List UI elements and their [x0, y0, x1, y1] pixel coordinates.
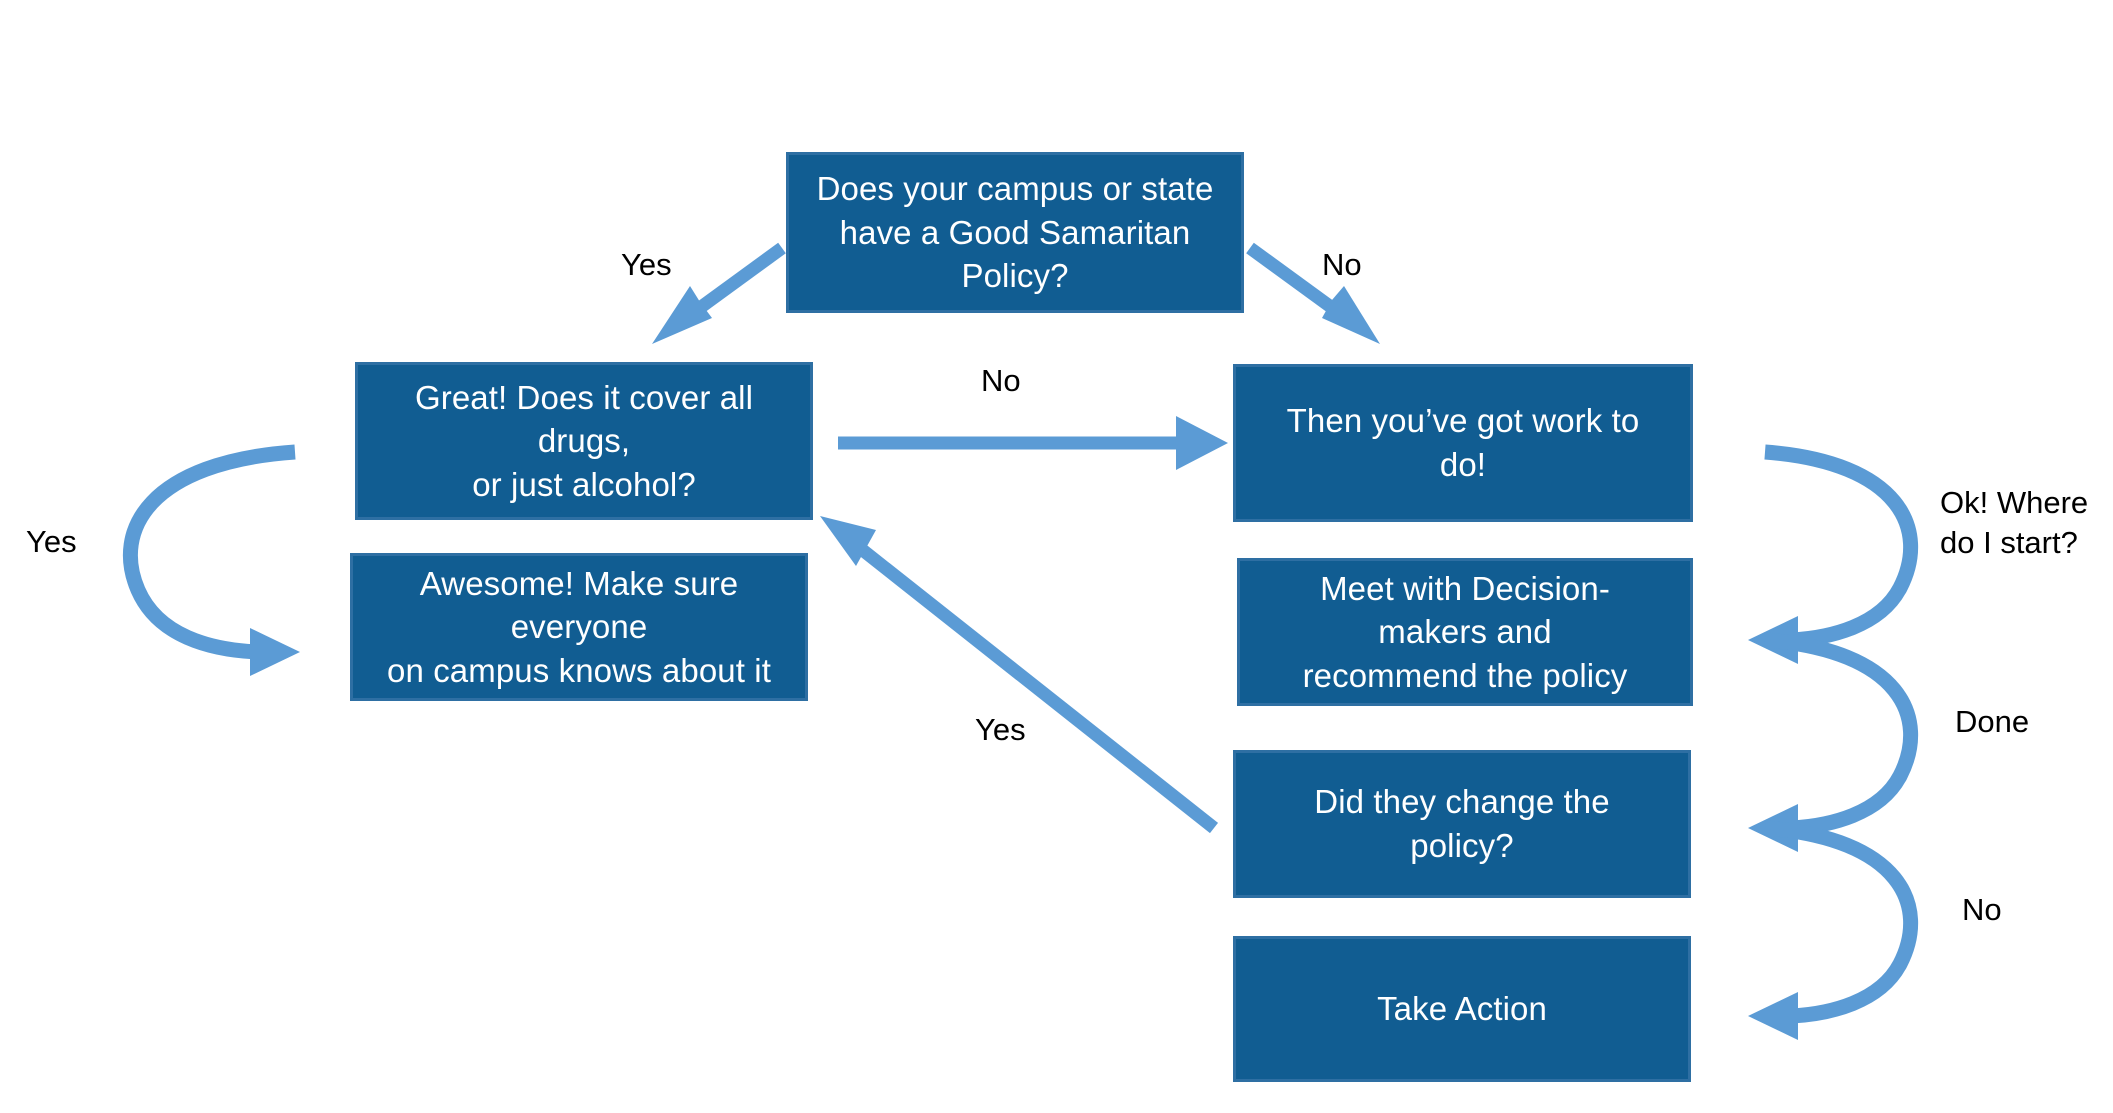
node-meet-decision-makers-label: Meet with Decision-makers and recommend … [1302, 569, 1628, 694]
arrow-yes-start-to-covers[interactable] [652, 242, 786, 344]
edge-label-no-middle: No [981, 363, 1021, 398]
edge-label-no-top-right: No [1322, 247, 1362, 282]
edge-label-yes-left-loop: Yes [26, 524, 77, 559]
edge-label-yes-top-left: Yes [621, 247, 672, 282]
arrow-yes-covers-loop-to-awesome[interactable] [122, 444, 300, 676]
edge-label-no-bottom-right: No [1962, 892, 2002, 927]
edge-label-done: Done [1955, 704, 2030, 739]
arrow-yes-changed-to-covers[interactable] [820, 516, 1219, 834]
node-covers-all-drugs[interactable]: Great! Does it cover all drugs, or just … [355, 362, 813, 520]
node-start-label: Does your campus or state have a Good Sa… [816, 170, 1214, 295]
node-did-they-change[interactable]: Did they change the policy? [1233, 750, 1691, 898]
node-take-action[interactable]: Take Action [1233, 936, 1691, 1082]
node-covers-all-drugs-label: Great! Does it cover all drugs, or just … [414, 378, 754, 503]
edge-label-yes-diagonal: Yes [975, 712, 1026, 747]
arrow-changed-to-action[interactable] [1748, 820, 1919, 1040]
arrow-no-start-to-work[interactable] [1246, 242, 1380, 344]
arrow-work-to-meet[interactable] [1748, 444, 1919, 664]
node-work-to-do[interactable]: Then you’ve got work to do! [1233, 364, 1693, 522]
node-take-action-label: Take Action [1377, 990, 1547, 1028]
node-did-they-change-label: Did they change the policy? [1314, 783, 1610, 864]
node-start[interactable]: Does your campus or state have a Good Sa… [786, 152, 1244, 313]
node-work-to-do-label: Then you’ve got work to do! [1286, 402, 1640, 483]
node-awesome-make-sure[interactable]: Awesome! Make sure everyone on campus kn… [350, 553, 808, 701]
node-meet-decision-makers[interactable]: Meet with Decision-makers and recommend … [1237, 558, 1693, 706]
node-awesome-make-sure-label: Awesome! Make sure everyone on campus kn… [387, 564, 771, 689]
edge-label-ok-where-do-i-start: Ok! Where do I start? [1940, 485, 2089, 561]
arrow-meet-to-changed[interactable] [1748, 632, 1919, 852]
arrow-no-covers-to-work[interactable] [838, 416, 1228, 470]
